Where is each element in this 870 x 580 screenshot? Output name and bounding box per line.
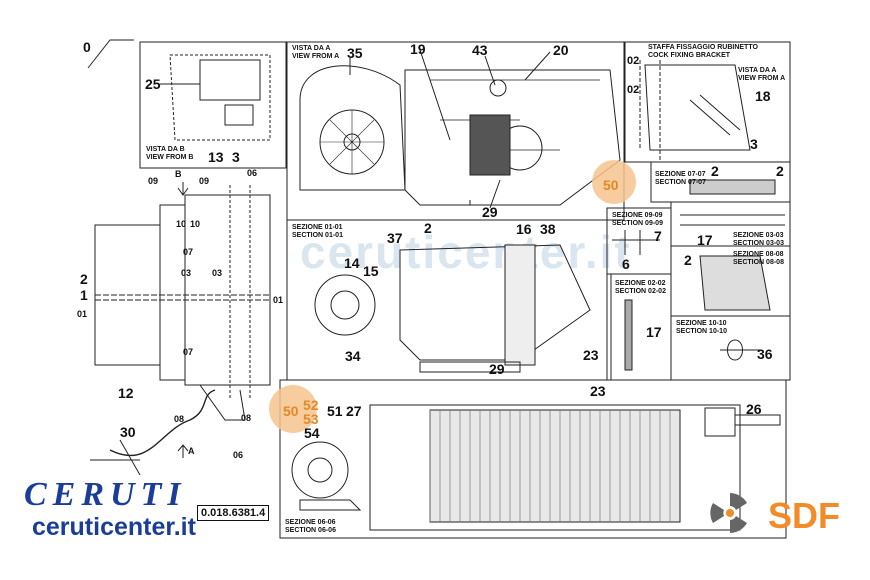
- callout-34: 34: [345, 348, 361, 364]
- caption-section-07: SEZIONE 07-07 SECTION 07-07: [655, 171, 706, 186]
- caption-section-01: SEZIONE 01-01 SECTION 01-01: [292, 224, 343, 239]
- callout-2-sec07-b: 2: [776, 163, 784, 179]
- highlight-label-50-bottom: 50: [283, 403, 299, 419]
- callout-35: 35: [347, 45, 363, 61]
- callout-3: 3: [232, 149, 240, 165]
- highlight-50-top: [592, 160, 636, 204]
- caption-section-06: SEZIONE 06-06 SECTION 06-06: [285, 519, 336, 534]
- section-marker-03-b: 03: [212, 268, 223, 278]
- sdf-logo-text: SDF: [768, 495, 840, 536]
- callout-15: 15: [363, 263, 379, 279]
- callout-38: 38: [540, 221, 556, 237]
- callout-26: 26: [746, 401, 762, 417]
- caption-section-09: SEZIONE 09-09 SECTION 09-09: [612, 212, 663, 227]
- caption-section-03: SEZIONE 03-03 SECTION 03-03: [733, 232, 784, 247]
- callout-12: 12: [118, 385, 134, 401]
- section-marker-08-a: 08: [174, 414, 185, 424]
- section-marker-10-b: 10: [190, 219, 201, 229]
- section-marker-09-b: 09: [199, 176, 210, 186]
- marker-B: B: [175, 169, 182, 179]
- callout-18: 18: [755, 88, 771, 104]
- panel-sec-01: [286, 219, 608, 381]
- caption-bracket: STAFFA FISSAGGIO RUBINETTO COCK FIXING B…: [648, 44, 758, 59]
- section-marker-06-top: 06: [247, 168, 258, 178]
- ceruti-logo: CERUTI: [24, 476, 187, 513]
- callout-6: 6: [622, 256, 630, 272]
- marker-02-b: 02: [627, 84, 640, 96]
- caption-view-b: VISTA DA B VIEW FROM B: [146, 146, 194, 161]
- ceruti-url[interactable]: ceruticenter.it: [32, 513, 196, 541]
- callout-17-sec02: 17: [646, 324, 662, 340]
- highlight-label-53: 53: [303, 411, 319, 427]
- section-marker-08-b: 08: [241, 413, 252, 423]
- callout-25: 25: [145, 76, 161, 92]
- callout-29-top: 29: [482, 204, 498, 220]
- highlight-50-bottom: [269, 385, 317, 433]
- marker-A: A: [188, 446, 195, 456]
- callout-20: 20: [553, 42, 569, 58]
- panel-sec-06: [279, 379, 787, 539]
- panel-view-b: [139, 41, 287, 169]
- callout-1: 1: [80, 287, 88, 303]
- callout-16: 16: [516, 221, 532, 237]
- callout-13: 13: [208, 149, 224, 165]
- callout-7: 7: [654, 228, 662, 244]
- caption-section-02: SEZIONE 02-02 SECTION 02-02: [615, 280, 666, 295]
- callout-23-sec01: 23: [583, 347, 599, 363]
- callout-14: 14: [344, 255, 360, 271]
- watermark: ceruticenter.it: [300, 226, 632, 278]
- section-marker-09-a: 09: [148, 176, 159, 186]
- panel-view-a: [286, 41, 625, 221]
- highlight-label-52: 52: [303, 397, 319, 413]
- callout-19: 19: [410, 41, 426, 57]
- section-marker-03-a: 03: [181, 268, 192, 278]
- callout-36: 36: [757, 346, 773, 362]
- callout-23-sec06: 23: [590, 383, 606, 399]
- highlight-label-50-top: 50: [603, 177, 619, 193]
- caption-section-10: SEZIONE 10-10 SECTION 10-10: [676, 320, 727, 335]
- marker-02-a: 02: [627, 55, 640, 67]
- callout-30: 30: [120, 424, 136, 440]
- callout-54: 54: [304, 425, 320, 441]
- callout-2-left: 2: [80, 271, 88, 287]
- callout-51: 51: [327, 403, 343, 419]
- callout-2-sec01: 2: [424, 220, 432, 236]
- callout-27: 27: [346, 403, 362, 419]
- callout-3-bracket: 3: [750, 136, 758, 152]
- section-marker-01-a: 01: [77, 309, 88, 319]
- callout-2-sec07-a: 2: [711, 163, 719, 179]
- section-marker-07-b: 07: [183, 347, 194, 357]
- section-marker-01-b: 01: [273, 295, 284, 305]
- drawing-code: 0.018.6381.4: [197, 505, 270, 521]
- caption-section-08: SEZIONE 08-08 SECTION 08-08: [733, 251, 784, 266]
- caption-view-a: VISTA DA A VIEW FROM A: [292, 45, 340, 60]
- section-marker-10-a: 10: [176, 219, 187, 229]
- callout-43: 43: [472, 42, 488, 58]
- callout-29-sec01: 29: [489, 361, 505, 377]
- callout-37: 37: [387, 230, 403, 246]
- callout-17-sec03: 17: [697, 232, 713, 248]
- callout-2-sec08: 2: [684, 252, 692, 268]
- callout-0: 0: [83, 39, 91, 55]
- caption-view-a-bracket: VISTA DA A VIEW FROM A: [738, 67, 786, 82]
- section-marker-07-a: 07: [183, 247, 194, 257]
- section-marker-06-bottom: 06: [233, 450, 244, 460]
